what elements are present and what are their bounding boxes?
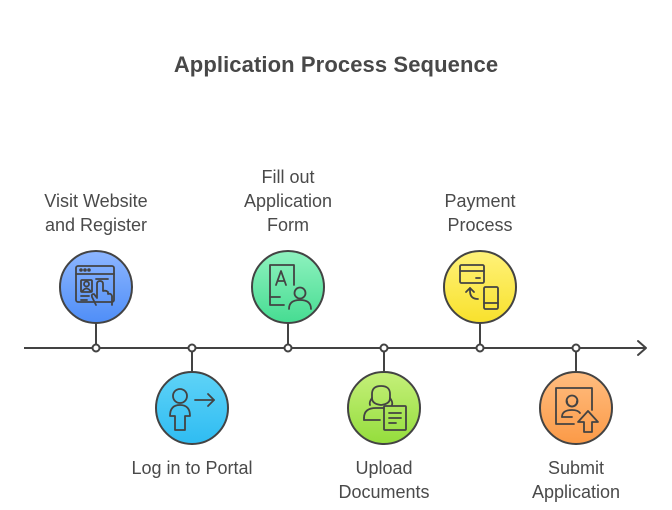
step-label-line: Application (243, 191, 333, 211)
timeline-step (155, 343, 229, 445)
timeline-node (283, 343, 293, 353)
step-circle (443, 250, 517, 324)
step-label-line: Process (447, 215, 513, 235)
profile-upload-icon (555, 387, 599, 433)
step-label: Visit Website and Register (21, 189, 171, 237)
timeline-step (251, 250, 325, 353)
step-label-line: Form (267, 215, 309, 235)
timeline-node (571, 343, 581, 353)
timeline-step (347, 343, 421, 445)
timeline-step (59, 250, 133, 353)
step-circle (251, 250, 325, 324)
step-label-line: Documents (338, 482, 430, 502)
user-login-icon (169, 388, 215, 431)
timeline-node (379, 343, 389, 353)
browser-click-icon (75, 265, 115, 306)
card-to-phone-icon (459, 264, 499, 310)
step-label-line: and Register (44, 215, 148, 235)
step-label-line: Application (531, 482, 621, 502)
step-label-line: Submit (547, 458, 605, 478)
step-label-line: Visit Website (44, 191, 148, 211)
timeline-step (443, 250, 517, 353)
diagram-title: Application Process Sequence (173, 52, 499, 77)
timeline-node (475, 343, 485, 353)
step-label: Log in to Portal (117, 456, 267, 480)
person-document-icon (363, 385, 407, 431)
step-circle (59, 250, 133, 324)
step-circle (539, 371, 613, 445)
timeline-node (187, 343, 197, 353)
timeline-node (91, 343, 101, 353)
form-user-icon (269, 264, 312, 310)
step-label-line: Payment (444, 191, 516, 211)
step-label-line: Fill out (261, 167, 315, 187)
step-label-line: Upload (355, 458, 413, 478)
step-label-line: Log in to Portal (131, 458, 253, 478)
timeline-step (539, 343, 613, 445)
timeline-arrowhead (637, 340, 647, 356)
step-circle (155, 371, 229, 445)
